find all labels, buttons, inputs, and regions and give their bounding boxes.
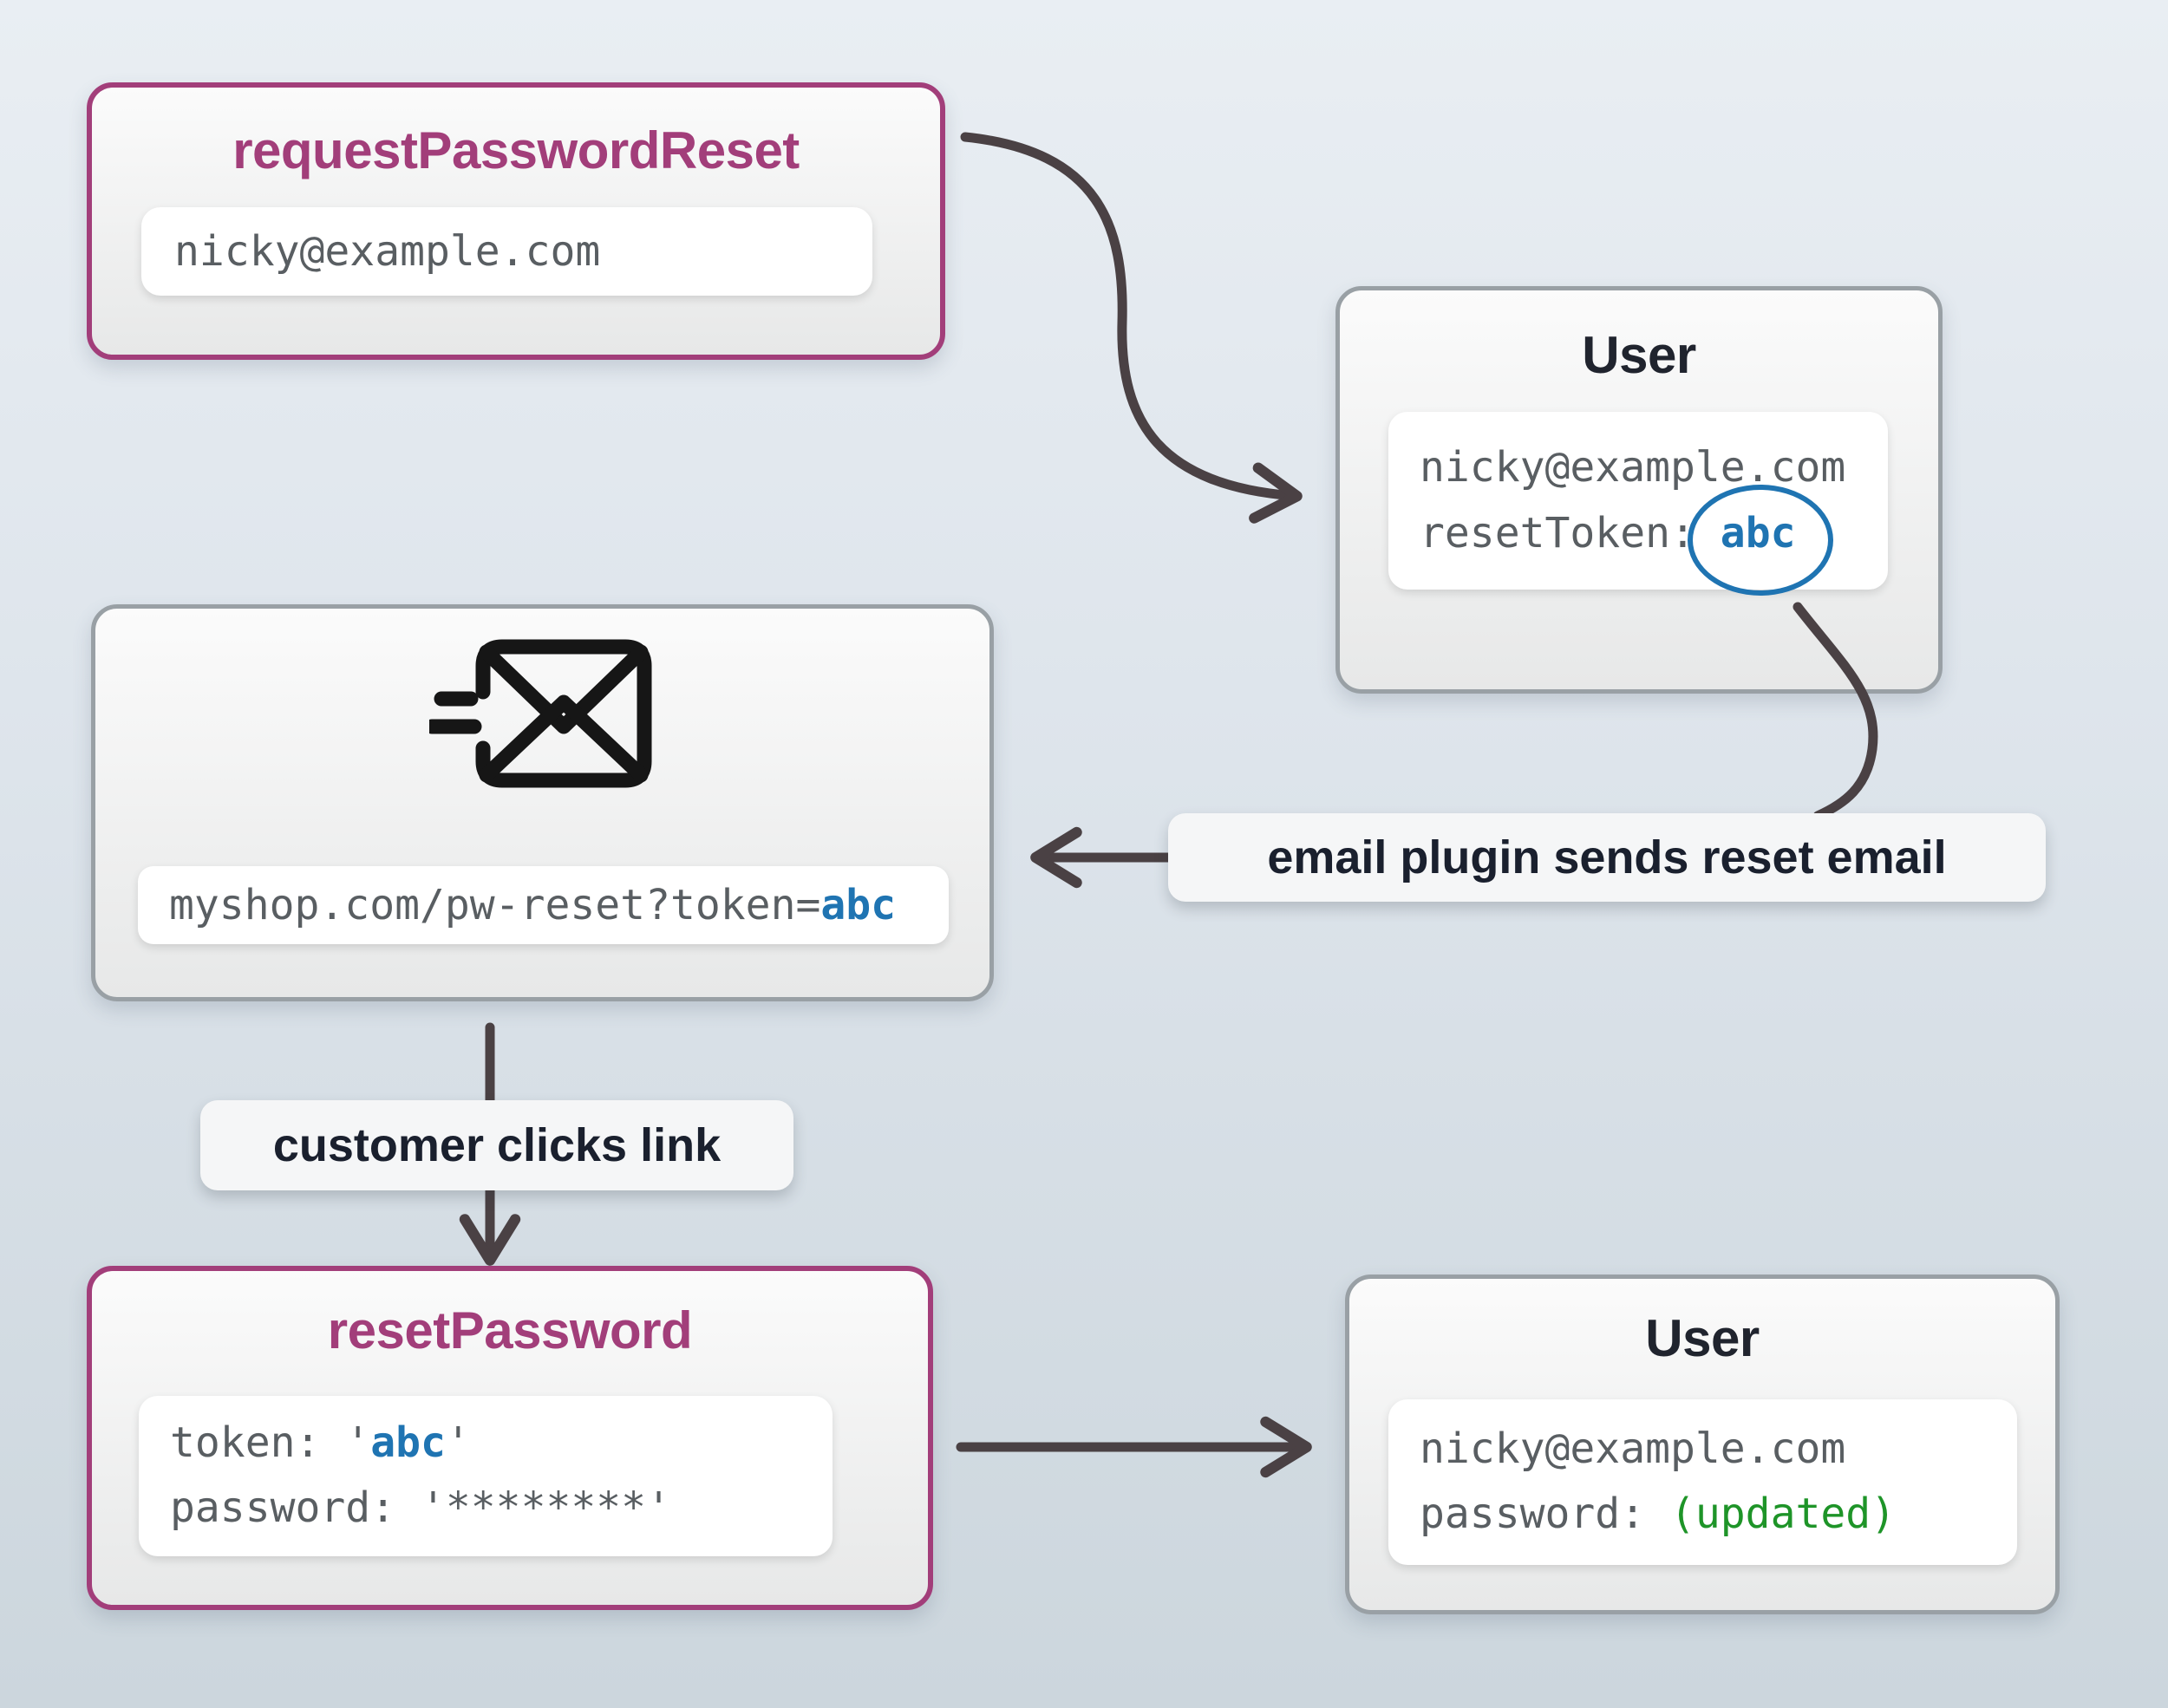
reset-token-highlight-circle [1688, 485, 1833, 596]
request-email-value: nicky@example.com [174, 227, 601, 276]
user-bottom-email-value: nicky@example.com [1420, 1424, 1846, 1473]
node-request-password-reset: requestPasswordReset nicky@example.com [87, 82, 945, 360]
user-top-title: User [1582, 326, 1696, 384]
user-bottom-password-line: password: (updated) [1420, 1482, 2017, 1547]
password-key: password: [170, 1483, 421, 1532]
request-password-reset-title: requestPasswordReset [232, 121, 800, 179]
user-bottom-email-line: nicky@example.com [1420, 1417, 2017, 1482]
reset-password-args: token: 'abc' password: '********' [139, 1396, 833, 1556]
request-email-field: nicky@example.com [141, 207, 872, 296]
send-email-icon [429, 639, 652, 788]
user-top-email-value: nicky@example.com [1420, 443, 1846, 492]
arrow-request-to-user [960, 132, 1303, 524]
reset-token-key: resetToken: [1420, 509, 1695, 557]
user-top-email-line: nicky@example.com [1420, 434, 1888, 500]
token-key: token: [170, 1418, 346, 1467]
user-bottom-record: nicky@example.com password: (updated) [1388, 1399, 2017, 1565]
label-email-plugin-sends-reset-email: email plugin sends reset email [1168, 813, 2046, 902]
user-bottom-password-updated: (updated) [1669, 1490, 1897, 1538]
user-top-record: nicky@example.com resetToken: abc [1388, 412, 1888, 590]
node-user-top: User nicky@example.com resetToken: abc [1335, 286, 1943, 694]
label-customer-clicks-link: customer clicks link [200, 1100, 793, 1190]
reset-link-url-field: myshop.com/pw-reset?token=abc [138, 866, 949, 944]
password-line: password: '********' [170, 1476, 833, 1541]
node-reset-password: resetPassword token: 'abc' password: '**… [87, 1266, 933, 1610]
password-masked-value: '********' [420, 1483, 671, 1532]
reset-url-token: abc [820, 881, 897, 929]
token-line: token: 'abc' [170, 1418, 471, 1467]
user-bottom-password-key: password: [1420, 1490, 1670, 1538]
node-user-bottom: User nicky@example.com password: (update… [1345, 1274, 2060, 1614]
node-reset-email: myshop.com/pw-reset?token=abc [91, 604, 994, 1001]
token-value: abc [370, 1418, 446, 1467]
reset-password-title: resetPassword [327, 1301, 693, 1359]
reset-url-prefix: myshop.com/pw-reset?token= [169, 881, 821, 929]
user-bottom-title: User [1645, 1309, 1760, 1367]
